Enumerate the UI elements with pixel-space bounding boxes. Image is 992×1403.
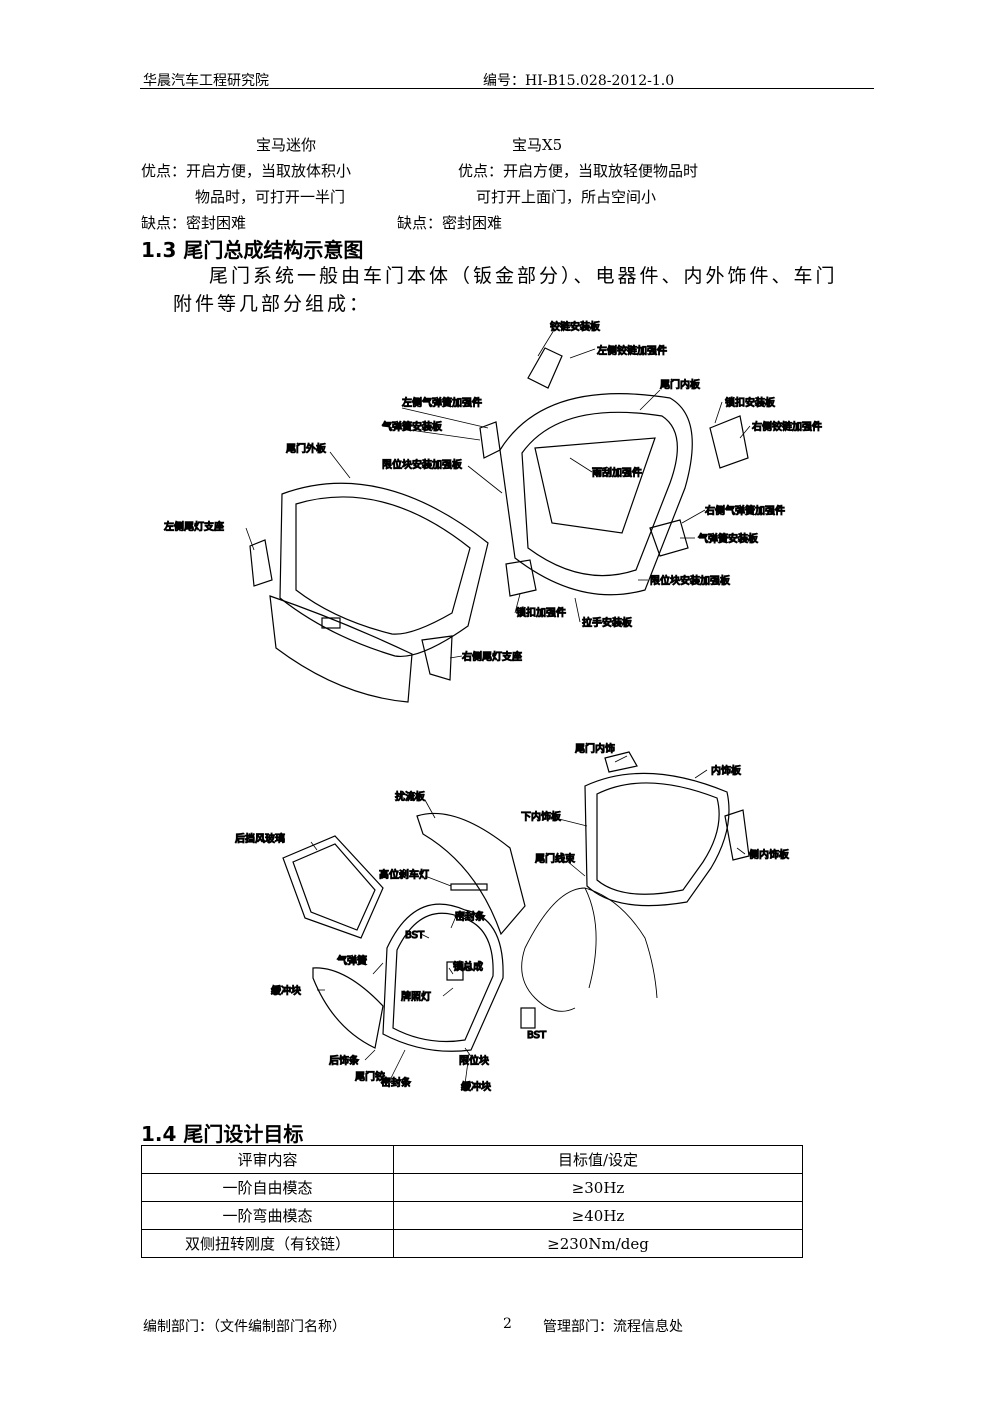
tailgate-bodyinwhite-diagram: 铰链安装板 左侧铰链加强件 尾门内板 锁扣安装板 左侧气弹簧加强件 气弹簧安装板…	[163, 319, 823, 703]
mini-pro-line1: 优点：开启方便，当取放体积小	[141, 162, 352, 180]
header-doc-number: 编号：HI-B15.028-2012-1.0	[483, 73, 675, 89]
fig2-label: 高位刹车灯	[379, 868, 429, 881]
x5-pro-line1: 优点：开启方便，当取放轻便物品时	[458, 162, 699, 180]
right-lamp-bracket-shape	[421, 635, 453, 681]
x5-title: 宝马X5	[512, 136, 563, 154]
x5-con: 缺点：密封困难	[397, 214, 503, 232]
mini-title: 宝马迷你	[256, 136, 317, 154]
fig2-label: 后饰条	[329, 1054, 359, 1067]
left-lamp-bracket-shape	[249, 539, 273, 587]
section-heading-1-3: 1.3 尾门总成结构示意图	[141, 238, 364, 262]
fig2-label: 尾门线束	[535, 852, 575, 865]
fig2-label: 尾门内饰	[575, 742, 615, 755]
spoiler-shape	[416, 812, 526, 936]
fig1-label: 左侧铰链加强件	[597, 344, 667, 357]
table-header-row: 评审内容 目标值/设定	[141, 1145, 803, 1174]
rear-glass-shape	[282, 835, 384, 939]
header-org: 华晨汽车工程研究院	[143, 73, 269, 89]
table-cell: 一阶自由模态	[141, 1173, 394, 1202]
section-paragraph-line2: 附件等几部分组成：	[173, 293, 372, 315]
fig1-label: 右侧气弹簧加强件	[705, 504, 785, 517]
mini-pro-line2: 物品时，可打开一半门	[195, 188, 346, 206]
table-cell: 一阶弯曲模态	[141, 1201, 394, 1230]
fig2-label: 侧内饰板	[749, 848, 789, 861]
fig2-label: 缓冲块	[461, 1080, 491, 1093]
design-target-table: 评审内容 目标值/设定 一阶自由模态 ≥30Hz 一阶弯曲模态 ≥40Hz 双侧…	[141, 1145, 803, 1258]
fig1-label: 尾门外板	[286, 442, 326, 455]
header-rule	[140, 88, 874, 89]
fig2-label: BST	[527, 1030, 547, 1041]
fig1-label: 右侧铰链加强件	[752, 420, 822, 433]
fig1-label: 左侧尾灯支座	[164, 520, 224, 533]
footer-page-number: 2	[503, 1316, 512, 1332]
x5-pro-line2: 可打开上面门，所占空间小	[476, 188, 657, 206]
fig2-label: 缓冲块	[271, 984, 301, 997]
fig2-label: 密封条	[381, 1076, 411, 1089]
latch-reinforcement-shape	[505, 559, 537, 597]
fig1-label: 气弹簧安装板	[698, 532, 758, 545]
fig2-label: 尾门铰	[355, 1070, 385, 1083]
fig1-label: 锁扣安装板	[725, 396, 775, 409]
side-trim-shape	[724, 809, 750, 861]
fig1-label: 右侧尾灯支座	[462, 650, 522, 663]
outer-panel-shape	[279, 482, 489, 658]
fig1-label: 铰链安装板	[550, 320, 600, 333]
fig2-label: 后挡风玻璃	[235, 832, 285, 845]
fig2-label: 气弹簧	[337, 954, 367, 967]
footer-dept: 编制部门：（文件编制部门名称）	[143, 1319, 346, 1335]
fig1-label: 限位块安装加强板	[382, 458, 462, 471]
tailgate-frame-shape	[382, 903, 504, 1052]
high-stop-lamp-shape	[450, 883, 488, 891]
fig2-label: 限位块	[459, 1054, 489, 1067]
bump-stop-shape	[520, 1007, 536, 1029]
fig2-label: 内饰板	[711, 764, 741, 777]
lower-garnish-shape	[312, 967, 384, 1049]
fig2-label: 扰流板	[395, 790, 425, 803]
gas-spring-plate-shape	[479, 421, 501, 459]
fig1-label: 雨刮加强件	[592, 466, 642, 479]
table-row: 一阶自由模态 ≥30Hz	[141, 1173, 803, 1202]
fig1-label: 限位块安装加强板	[650, 574, 730, 587]
table-cell: ≥230Nm/deg	[393, 1229, 803, 1258]
section-heading-1-4: 1.4 尾门设计目标	[141, 1122, 304, 1146]
lower-panel-shape	[269, 595, 413, 703]
table-row: 一阶弯曲模态 ≥40Hz	[141, 1201, 803, 1230]
fig1-label: 尾门内板	[660, 378, 700, 391]
wiring-harness-shape	[521, 887, 658, 1012]
inner-panel-shape	[499, 393, 693, 596]
fig1-label: 拉手安装板	[582, 616, 632, 629]
footer-mgmt: 管理部门：流程信息处	[543, 1319, 683, 1335]
fig2-label: BST	[405, 930, 425, 941]
table-cell: 双侧扭转刚度（有铰链）	[141, 1229, 394, 1258]
table-cell: ≥40Hz	[393, 1201, 803, 1230]
fig2-label: 下内饰板	[521, 810, 561, 823]
fig2-label: 锁总成	[453, 960, 483, 973]
hinge-reinforcement-shape	[527, 347, 563, 389]
table-row: 双侧扭转刚度（有铰链） ≥230Nm/deg	[141, 1229, 803, 1258]
table-header-cell: 评审内容	[141, 1145, 394, 1174]
table-header-cell: 目标值/设定	[393, 1145, 803, 1174]
fig2-label: 密封条	[455, 910, 485, 923]
fig2-label: 牌照灯	[401, 990, 431, 1003]
mini-con: 缺点：密封困难	[141, 214, 247, 232]
right-reinforcement-shape	[709, 415, 749, 469]
fig1-label: 锁扣加强件	[516, 606, 566, 619]
tailgate-trim-diagram: 尾门内饰 内饰板 扰流板 下内饰板 后挡风玻璃 侧内饰板 尾门线束 高位刹车灯 …	[234, 741, 789, 1093]
fig1-label: 左侧气弹簧加强件	[402, 396, 482, 409]
upper-side-trim-shape	[604, 751, 638, 773]
fig1-label: 气弹簧安装板	[382, 420, 442, 433]
section-paragraph-line1: 尾门系统一般由车门本体（钣金部分）、电器件、内外饰件、车门	[209, 265, 838, 287]
table-cell: ≥30Hz	[393, 1173, 803, 1202]
latch-shape	[446, 961, 464, 981]
